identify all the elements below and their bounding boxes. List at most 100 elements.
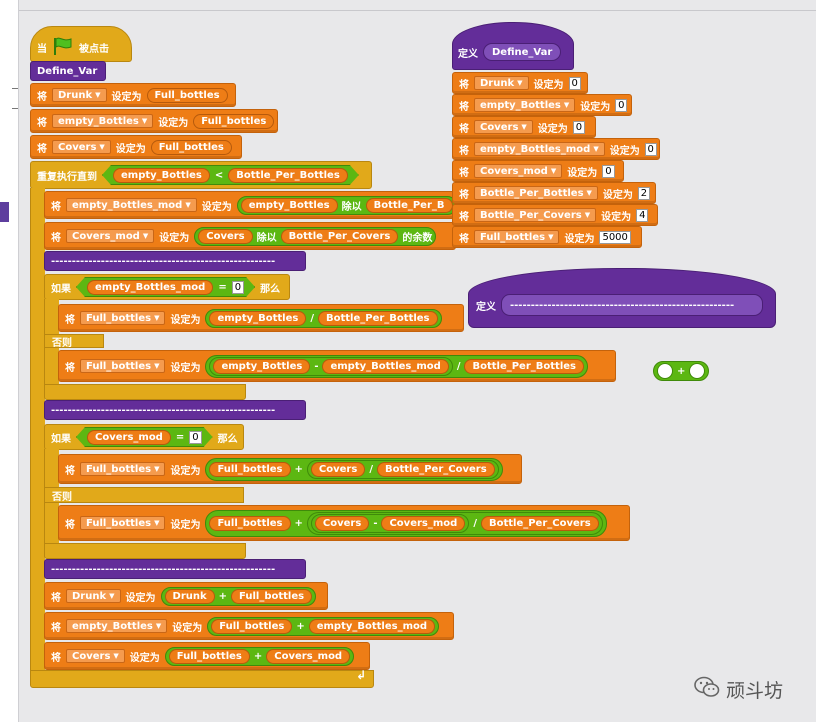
set-empty-bottles-block[interactable]: 将 empty_Bottles▼ 设定为 Full_bottles + empt… [44,612,454,640]
variable-dropdown[interactable]: Covers▼ [52,140,111,154]
set-empty-bottles-mod-block[interactable]: 将 empty_Bottles_mod▼ 设定为 0 [452,138,660,160]
separator-call-block[interactable]: ----------------------------------------… [44,559,306,579]
set-covers-block[interactable]: 将 Covers▼ 设定为 Full_bottles + Covers_mod [44,642,370,670]
variable-dropdown[interactable]: Covers▼ [474,120,533,134]
divide-operator[interactable]: Covers / Bottle_Per_Covers [306,459,499,479]
if-else-block[interactable]: 如果 empty_Bottles_mod = 0 那么 [44,274,290,300]
when-flag-clicked-hat[interactable] [30,26,132,62]
variable-reporter[interactable]: empty_Bottles [113,168,210,183]
variable-dropdown[interactable]: empty_Bottles▼ [52,114,154,128]
set-full-bottles-block[interactable]: 将 Full_bottles▼ 设定为 5000 [452,226,642,248]
set-covers-mod-block[interactable]: 将 Covers_mod▼ 设定为 0 [452,160,624,182]
variable-dropdown[interactable]: Full_bottles▼ [80,359,166,373]
empty-slot[interactable] [689,363,706,379]
variable-reporter[interactable]: Covers_mod [266,648,351,664]
procedure-name-slot[interactable]: ----------------------------------------… [501,294,763,316]
variable-dropdown[interactable]: Drunk▼ [66,589,121,603]
set-full-bottles-block[interactable]: 将 Full_bottles▼ 设定为 empty_Bottles / Bott… [58,304,464,332]
number-input[interactable]: 0 [568,76,581,90]
set-empty-bottles-block[interactable]: 将 empty_Bottles▼ 设定为 0 [452,94,632,116]
variable-dropdown[interactable]: Drunk▼ [474,76,529,90]
variable-dropdown[interactable]: Full_bottles▼ [80,311,166,325]
number-input[interactable]: 0 [602,164,615,178]
set-bottle-per-bottles-block[interactable]: 将 Bottle_Per_Bottles▼ 设定为 2 [452,182,656,204]
repeat-until-block[interactable]: 重复执行直到 empty_Bottles < Bottle_Per_Bottle… [30,161,372,189]
add-operator[interactable]: Full_bottles + empty_Bottles_mod [207,616,440,636]
variable-reporter[interactable]: empty_Bottles [209,310,307,326]
variable-reporter[interactable]: Bottle_Per_Covers [376,461,495,477]
variable-reporter[interactable]: Full_bottles [193,113,275,129]
variable-reporter[interactable]: Bottle_Per_B [365,197,453,213]
separator-call-block[interactable]: ----------------------------------------… [44,400,306,420]
set-covers-block[interactable]: 将 Covers▼ 设定为 Full_bottles [30,135,242,159]
add-operator[interactable]: Full_bottles + Covers / Bottle_Per_Cover… [205,457,503,481]
variable-reporter[interactable]: Bottle_Per_Bottles [317,310,438,326]
equals-operator[interactable]: empty_Bottles_mod = 0 [76,277,255,297]
variable-reporter[interactable]: Covers_mod [87,430,171,445]
variable-reporter[interactable]: Covers [198,228,253,244]
variable-reporter[interactable]: empty_Bottles_mod [308,618,436,634]
variable-reporter[interactable]: empty_Bottles [213,358,311,374]
call-define-var-block[interactable]: Define_Var [30,61,106,81]
variable-dropdown[interactable]: Covers_mod▼ [474,164,563,178]
separator-call-block[interactable]: ----------------------------------------… [44,251,306,271]
variable-reporter[interactable]: Full_bottles [146,87,228,103]
divide-operator[interactable]: empty_Bottles - empty_Bottles_mod / Bott… [205,354,588,378]
divide-operator[interactable]: empty_Bottles / Bottle_Per_Bottles [205,308,442,328]
mod-operator[interactable]: Covers 除以 Bottle_Per_Covers 的余数 [194,226,437,246]
number-input[interactable]: 0 [644,142,657,156]
set-bottle-per-covers-block[interactable]: 将 Bottle_Per_Covers▼ 设定为 4 [452,204,658,226]
set-full-bottles-block[interactable]: 将 Full_bottles▼ 设定为 empty_Bottles - empt… [58,350,616,382]
variable-reporter[interactable]: empty_Bottles [240,197,338,213]
number-input[interactable]: 0 [189,431,201,444]
variable-dropdown[interactable]: Full_bottles▼ [80,462,166,476]
variable-dropdown[interactable]: Bottle_Per_Covers▼ [474,208,597,222]
number-input[interactable]: 0 [232,281,244,294]
if-else-block[interactable]: 如果 Covers_mod = 0 那么 [44,424,244,450]
set-covers-mod-block[interactable]: 将 Covers_mod▼ 设定为 Covers 除以 Bottle_Per_C… [44,222,456,250]
add-operator[interactable]: Full_bottles + Covers - Covers_mod / Bot… [205,509,607,537]
variable-dropdown[interactable]: Covers▼ [66,649,125,663]
variable-reporter[interactable]: empty_Bottles_mod [322,358,449,374]
variable-dropdown[interactable]: empty_Bottles▼ [66,619,168,633]
variable-reporter[interactable]: Covers [314,515,370,531]
variable-dropdown[interactable]: Bottle_Per_Bottles▼ [474,186,598,200]
variable-reporter[interactable]: empty_Bottles_mod [87,280,213,295]
variable-dropdown[interactable]: empty_Bottles_mod▼ [66,198,197,212]
variable-dropdown[interactable]: Full_bottles▼ [80,516,166,530]
variable-reporter[interactable]: Bottle_Per_Bottles [464,358,584,374]
set-drunk-block[interactable]: 将 Drunk▼ 设定为 Drunk + Full_bottles [44,582,328,610]
variable-reporter[interactable]: Bottle_Per_Bottles [228,168,348,183]
variable-dropdown[interactable]: Drunk▼ [52,88,107,102]
set-full-bottles-block[interactable]: 将 Full_bottles▼ 设定为 Full_bottles + Cover… [58,505,630,541]
variable-reporter[interactable]: Drunk [164,588,215,604]
mod-operator[interactable]: empty_Bottles 除以 Bottle_Per_B [236,195,455,215]
add-operator[interactable]: Full_bottles + Covers_mod [164,646,355,666]
empty-slot[interactable] [657,363,673,379]
variable-dropdown[interactable]: empty_Bottles_mod▼ [474,142,605,156]
number-input[interactable]: 4 [636,208,649,222]
set-empty-bottles-block[interactable]: 将 empty_Bottles▼ 设定为 Full_bottles [30,109,278,133]
set-full-bottles-block[interactable]: 将 Full_bottles▼ 设定为 Full_bottles + Cover… [58,454,522,484]
divide-operator[interactable]: Covers - Covers_mod / Bottle_Per_Covers [306,511,603,535]
variable-reporter[interactable]: Full_bottles [168,648,250,664]
variable-reporter[interactable]: Bottle_Per_Covers [280,228,399,244]
number-input[interactable]: 5000 [599,230,631,244]
set-drunk-block[interactable]: 将 Drunk▼ 设定为 Full_bottles [30,83,236,107]
subtract-operator[interactable]: Covers - Covers_mod [310,513,470,533]
equals-operator[interactable]: Covers_mod = 0 [76,427,213,447]
set-drunk-block[interactable]: 将 Drunk▼ 设定为 0 [452,72,588,94]
number-input[interactable]: 2 [637,186,650,200]
variable-dropdown[interactable]: Full_bottles▼ [474,230,560,244]
add-operator[interactable]: Drunk + Full_bottles [160,586,317,606]
subtract-operator[interactable]: empty_Bottles - empty_Bottles_mod [209,356,453,376]
variable-reporter[interactable]: Covers [310,461,366,477]
set-empty-bottles-mod-block[interactable]: 将 empty_Bottles_mod▼ 设定为 empty_Bottles 除… [44,191,456,219]
set-covers-block[interactable]: 将 Covers▼ 设定为 0 [452,116,596,138]
number-input[interactable]: 0 [615,98,628,112]
variable-reporter[interactable]: Full_bottles [211,618,293,634]
variable-dropdown[interactable]: empty_Bottles▼ [474,98,576,112]
number-input[interactable]: 0 [572,120,586,134]
variable-reporter[interactable]: Full_bottles [209,461,291,477]
